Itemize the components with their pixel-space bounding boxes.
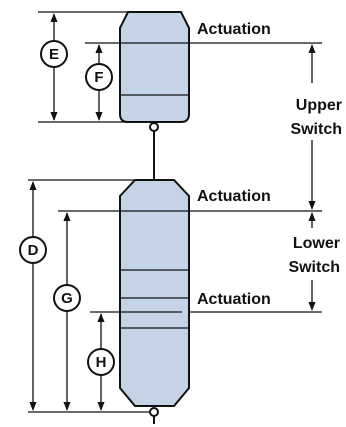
upper-float-eyelet [149, 122, 159, 132]
dim-g-label: G [61, 290, 73, 307]
dim-h-label: H [96, 354, 107, 371]
lower-switch-label-line1: Lower [293, 235, 340, 252]
lower-float-eyelet [149, 407, 159, 417]
dim-d-label: D [28, 242, 39, 259]
actuation-lower-label: Actuation [197, 291, 271, 308]
dim-g-circle [53, 284, 81, 312]
lower-float [119, 179, 190, 407]
dim-f-circle [85, 63, 113, 91]
dim-d-circle [19, 236, 47, 264]
lower-switch-label-line2: Switch [288, 259, 340, 276]
dim-h-circle [87, 348, 115, 376]
dim-e-circle [40, 40, 68, 68]
upper-float [119, 11, 190, 123]
actuation-upper-label: Actuation [197, 21, 271, 38]
upper-switch-label-line1: Upper [296, 97, 342, 114]
dim-e-label: E [49, 46, 59, 63]
dim-f-label: F [94, 69, 103, 86]
actuation-middle-label: Actuation [197, 188, 271, 205]
upper-switch-label-line2: Switch [290, 121, 342, 138]
